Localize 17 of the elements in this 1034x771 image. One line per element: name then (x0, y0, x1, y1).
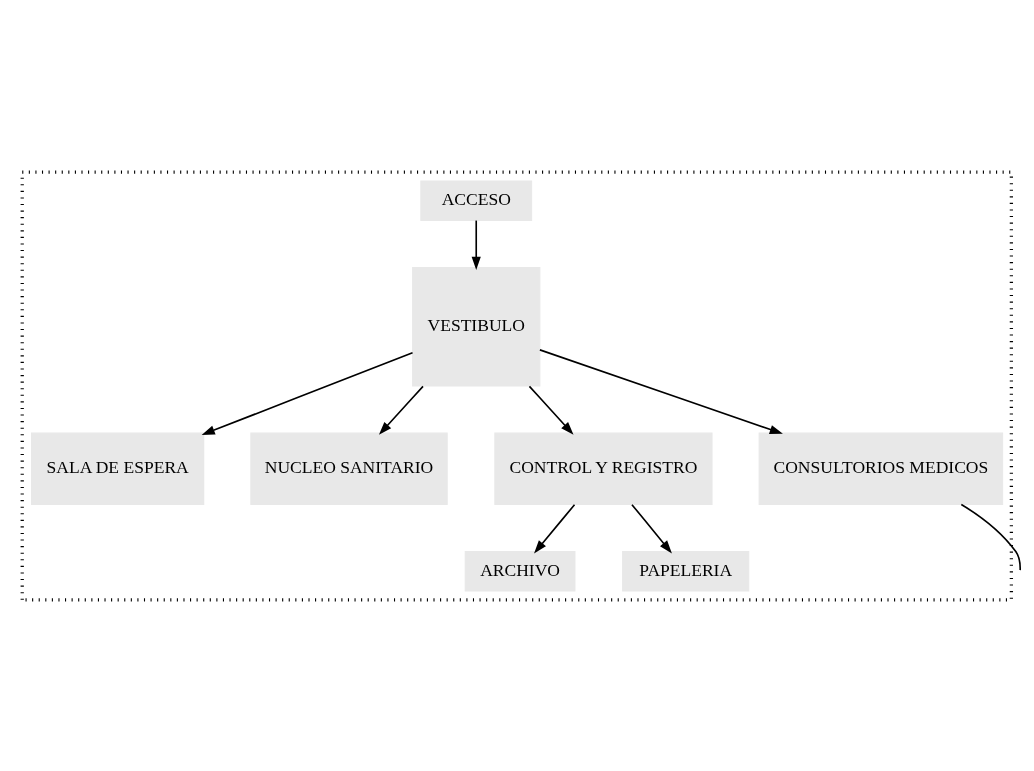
node-box: ACCESO (420, 179, 533, 221)
arrow (471, 219, 481, 270)
arrow (528, 385, 574, 435)
arrow (534, 503, 576, 553)
arrow (539, 348, 783, 434)
node-box: ARCHIVO (464, 550, 576, 592)
node-box: SALA DE ESPERA (31, 432, 205, 505)
arrow (201, 351, 414, 435)
node-box: CONSULTORIOS MEDICOS (758, 432, 1004, 505)
arrow (631, 503, 672, 553)
node-box: NUCLEO SANITARIO (250, 432, 448, 505)
node-box: PAPELERIA (622, 550, 750, 592)
arrow (378, 385, 424, 435)
connector (960, 503, 1021, 571)
cluster (20, 170, 1014, 601)
node-box: VESTIBULO (412, 266, 541, 387)
node-box: CONTROL Y REGISTRO (494, 432, 713, 505)
